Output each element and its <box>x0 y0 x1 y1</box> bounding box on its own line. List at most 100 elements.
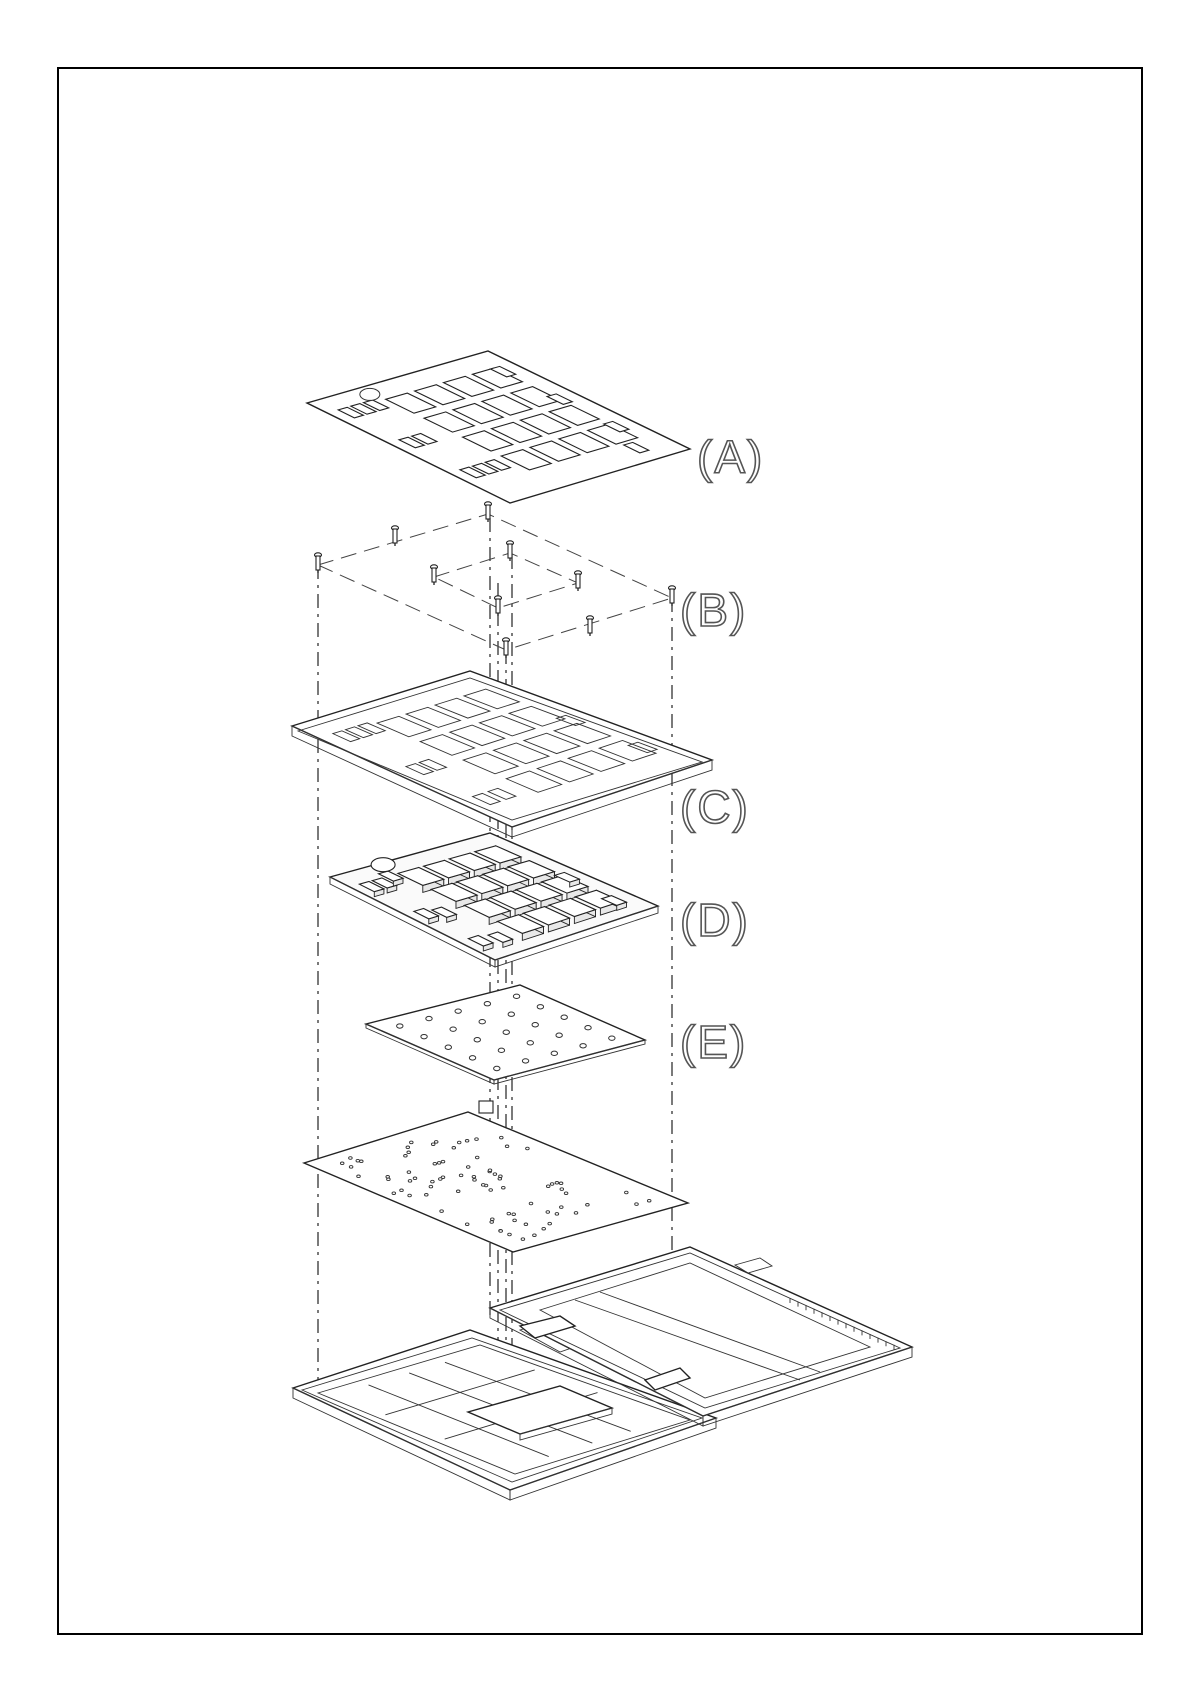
callout-b: (B) <box>680 584 747 636</box>
pcb-via <box>564 1192 568 1195</box>
pcb-via <box>546 1211 550 1214</box>
screw <box>485 502 492 522</box>
board-hole <box>397 1024 403 1028</box>
pcb-via <box>521 1238 525 1241</box>
part-c-frame <box>292 671 712 837</box>
pcb-via <box>472 1175 476 1178</box>
pcb-via <box>499 1175 503 1178</box>
pcb-via <box>542 1227 546 1230</box>
pcb-via <box>499 1230 503 1233</box>
screw <box>392 526 399 546</box>
callout-e: (E) <box>680 1016 747 1068</box>
pcb-via <box>386 1176 390 1179</box>
pcb-via <box>466 1166 470 1169</box>
pcb-via <box>357 1175 361 1178</box>
pcb-via <box>647 1199 651 1202</box>
callout-a: (A) <box>697 431 764 483</box>
board-hole <box>479 1020 485 1024</box>
screw <box>315 553 322 573</box>
board-hole <box>551 1051 557 1055</box>
pcb-via <box>559 1182 563 1185</box>
pcb-via <box>392 1192 396 1195</box>
pcb-via <box>488 1169 492 1172</box>
part-b-screws <box>315 502 676 658</box>
pcb-via <box>502 1186 506 1189</box>
screw <box>431 565 438 585</box>
pcb-via <box>441 1160 445 1163</box>
pcb-via <box>440 1210 444 1213</box>
pcb-via <box>356 1159 360 1162</box>
pcb-via <box>625 1191 629 1194</box>
pcb-via <box>473 1179 477 1182</box>
pcb-via <box>407 1151 411 1154</box>
board-hole <box>450 1027 456 1031</box>
pcb-via <box>406 1146 410 1149</box>
pcb-via <box>459 1174 463 1177</box>
pcb-via <box>560 1188 564 1191</box>
screw <box>575 571 582 591</box>
pcb-via <box>437 1162 441 1165</box>
pcb-via <box>574 1212 578 1215</box>
screw <box>507 541 514 561</box>
pcb-via <box>407 1171 411 1174</box>
pcb-via <box>475 1156 479 1159</box>
pcb-via <box>533 1234 537 1237</box>
board-hole <box>556 1033 562 1037</box>
pcb-via <box>524 1223 528 1226</box>
pcb-via <box>505 1145 509 1148</box>
screw <box>669 586 676 606</box>
pcb-via <box>434 1141 438 1144</box>
pcb-via <box>408 1194 412 1197</box>
board-hole <box>527 1041 533 1045</box>
pcb-via <box>526 1147 530 1150</box>
pcb-via <box>408 1180 412 1183</box>
screw <box>495 596 502 616</box>
board-hole <box>513 994 519 998</box>
pcb-via <box>360 1160 364 1163</box>
pcb-via <box>429 1185 433 1188</box>
pcb-via <box>465 1223 469 1226</box>
board-hole <box>421 1034 427 1038</box>
board-hole <box>609 1036 615 1040</box>
pcb-via <box>433 1162 437 1165</box>
pcb-via <box>555 1182 559 1185</box>
pcb-via <box>481 1184 485 1187</box>
pcb-via <box>555 1213 559 1216</box>
pcb-via <box>489 1189 493 1192</box>
screw <box>587 616 594 636</box>
board-hole <box>580 1044 586 1048</box>
pcb-via <box>560 1206 564 1209</box>
board-hole <box>508 1012 514 1016</box>
board-hole <box>498 1048 504 1052</box>
board-hole <box>537 1005 543 1009</box>
callout-c: (C) <box>680 781 750 833</box>
pcb-via <box>340 1162 344 1165</box>
pcb-via <box>529 1202 533 1205</box>
pcb-via <box>457 1141 461 1144</box>
pcb-via <box>508 1233 512 1236</box>
pcb-via <box>490 1221 494 1224</box>
pcb-via <box>586 1204 590 1207</box>
board-hole <box>426 1016 432 1020</box>
part-a-top-panel <box>307 351 690 503</box>
pcb-via <box>475 1138 479 1141</box>
pcb-via <box>465 1140 469 1143</box>
board-hole <box>474 1038 480 1042</box>
pcb-via <box>550 1183 554 1186</box>
board-hole <box>445 1045 451 1049</box>
main-circuit-board <box>304 1101 688 1252</box>
pcb-via <box>548 1222 552 1225</box>
pcb-via <box>452 1147 456 1150</box>
pcb-via <box>349 1166 353 1169</box>
board-hole <box>484 1002 490 1006</box>
pcb-via <box>493 1173 497 1176</box>
screw <box>503 638 510 658</box>
pcb-via <box>456 1190 460 1193</box>
pcb-via <box>431 1143 435 1146</box>
part-d-rubber-pads <box>330 833 658 967</box>
part-e-small-board <box>366 985 645 1084</box>
board-hole <box>469 1056 475 1060</box>
pcb-via <box>410 1141 414 1144</box>
board-hole <box>585 1026 591 1030</box>
